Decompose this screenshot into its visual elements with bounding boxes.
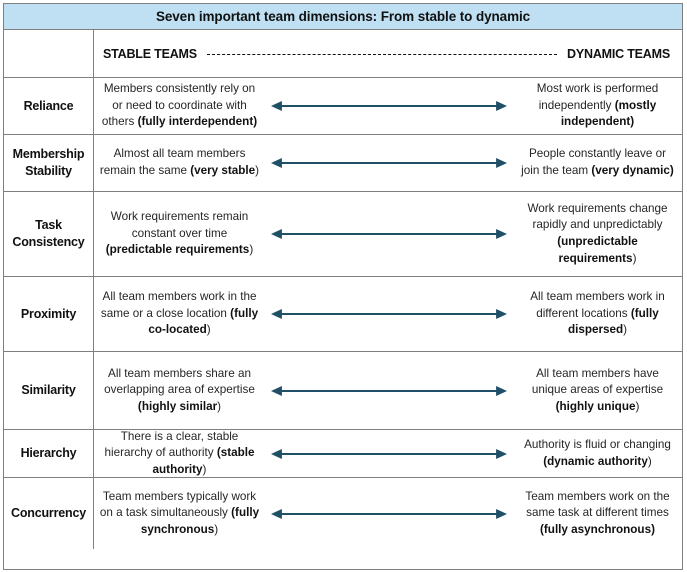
dimension-label: Reliance (23, 98, 74, 113)
dynamic-description-cell: Work requirements change rapidly and unp… (513, 192, 682, 276)
stable-description: There is a clear, stable hierarchy of au… (104, 429, 255, 476)
scale-arrow-cell (265, 277, 513, 351)
axis-dashed-connector-icon (206, 54, 558, 55)
dimension-header-cell (4, 30, 94, 77)
double-headed-arrow-icon (271, 309, 507, 319)
stable-description: Almost all team members remain the same … (99, 147, 260, 177)
dimension-cell: Membership Stability (4, 135, 94, 191)
scale-arrow-cell (265, 78, 513, 134)
dynamic-description-cell: People constantly leave or join the team… (513, 135, 682, 191)
dynamic-description: Most work is performed independently (mo… (536, 82, 659, 129)
dimension-label: Hierarchy (20, 446, 77, 461)
dimension-cell: Hierarchy (4, 430, 94, 477)
stable-description: All team members work in the same or a c… (100, 290, 259, 337)
dynamic-pole-label: DYNAMIC TEAMS (567, 46, 670, 61)
dynamic-description: All team members work in different locat… (530, 290, 665, 337)
dynamic-description-cell: All team members have unique areas of ex… (513, 352, 682, 429)
double-headed-arrow-icon (271, 385, 507, 396)
scale-arrow-cell (265, 478, 513, 549)
table-row: Concurrency Team members typically work … (4, 478, 682, 549)
double-headed-arrow-icon (271, 158, 507, 168)
scale-arrow-cell (265, 135, 513, 191)
stable-description: Work requirements remain constant over t… (105, 210, 254, 257)
table-row: Hierarchy There is a clear, stable hiera… (4, 430, 682, 478)
dynamic-description-cell: All team members work in different locat… (513, 277, 682, 351)
table-row: Similarity All team members share an ove… (4, 352, 682, 430)
dimension-label: Proximity (20, 306, 77, 321)
double-headed-arrow-icon (271, 101, 507, 111)
stable-pole-label: STABLE TEAMS (103, 46, 197, 61)
scale-arrow-cell (265, 192, 513, 276)
dimension-label: Similarity (21, 383, 76, 398)
stable-description-cell: Members consistently rely on or need to … (94, 78, 265, 134)
table-row: Reliance Members consistently rely on or… (4, 78, 682, 135)
table-row: Membership Stability Almost all team mem… (4, 135, 682, 192)
stable-description-cell: There is a clear, stable hierarchy of au… (94, 430, 265, 477)
stable-description-cell: Almost all team members remain the same … (94, 135, 265, 191)
dimension-cell: Task Consistency (4, 192, 94, 276)
stable-description: Members consistently rely on or need to … (101, 82, 258, 129)
stable-description-cell: All team members share an overlapping ar… (94, 352, 265, 429)
table-row: Proximity All team members work in the s… (4, 277, 682, 352)
dynamic-description: Work requirements change rapidly and unp… (527, 201, 668, 265)
page-title: Seven important team dimensions: From st… (155, 9, 531, 24)
dynamic-description-cell: Most work is performed independently (mo… (513, 78, 682, 134)
axis-header-row: STABLE TEAMS DYNAMIC TEAMS (4, 30, 682, 78)
dimension-label: Task Consistency (12, 218, 85, 249)
dimension-cell: Proximity (4, 277, 94, 351)
stable-description: All team members share an overlapping ar… (104, 366, 255, 413)
dimension-cell: Similarity (4, 352, 94, 429)
scale-arrow-cell (265, 352, 513, 429)
team-dimensions-table: Seven important team dimensions: From st… (3, 3, 683, 570)
dimension-cell: Concurrency (4, 478, 94, 549)
double-headed-arrow-icon (271, 508, 507, 519)
dynamic-description-cell: Authority is fluid or changing (dynamic … (513, 430, 682, 477)
dimension-label: Concurrency (11, 506, 86, 521)
axis-scale: STABLE TEAMS DYNAMIC TEAMS (94, 30, 682, 77)
double-headed-arrow-icon (271, 229, 507, 239)
dynamic-description: People constantly leave or join the team… (521, 147, 674, 177)
table-row: Task Consistency Work requirements remai… (4, 192, 682, 277)
dynamic-description: All team members have unique areas of ex… (531, 366, 664, 413)
stable-description: Team members typically work on a task si… (99, 489, 260, 536)
dimension-cell: Reliance (4, 78, 94, 134)
dynamic-description: Authority is fluid or changing (dynamic … (524, 437, 671, 468)
stable-description-cell: Work requirements remain constant over t… (94, 192, 265, 276)
stable-description-cell: Team members typically work on a task si… (94, 478, 265, 549)
table-title-bar: Seven important team dimensions: From st… (4, 4, 682, 30)
dynamic-description: Team members work on the same task at di… (525, 489, 670, 536)
dimension-label: Membership Stability (12, 147, 85, 178)
stable-description-cell: All team members work in the same or a c… (94, 277, 265, 351)
double-headed-arrow-icon (271, 448, 507, 459)
scale-arrow-cell (265, 430, 513, 477)
dynamic-description-cell: Team members work on the same task at di… (513, 478, 682, 549)
